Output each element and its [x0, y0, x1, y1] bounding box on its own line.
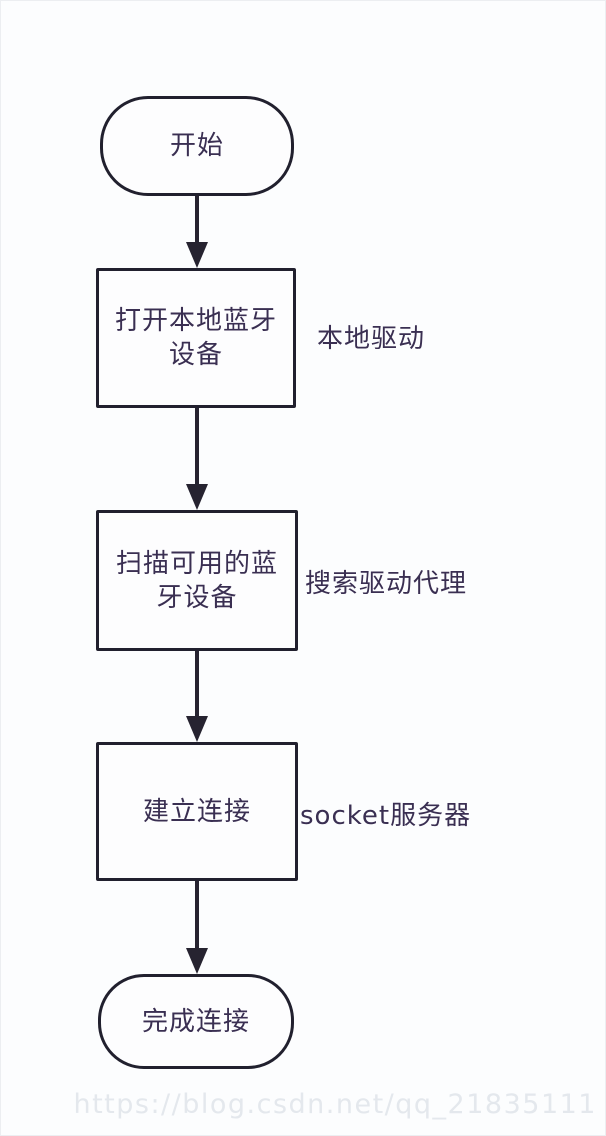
annotation-local-driver: 本地驱动	[317, 324, 426, 354]
arrow-shaft	[195, 408, 199, 486]
arrowhead-down-icon	[186, 242, 208, 268]
node-end: 完成连接	[98, 974, 294, 1069]
node-scan-bluetooth-devices-line2: 牙设备	[156, 582, 238, 613]
node-start: 开始	[100, 96, 294, 196]
annotation-socket-server: socket服务器	[300, 801, 472, 831]
node-end-label: 完成连接	[141, 1006, 250, 1037]
node-start-label: 开始	[169, 131, 224, 161]
arrow-shaft	[195, 881, 199, 950]
arrowhead-down-icon	[186, 948, 208, 974]
arrow-shaft	[195, 651, 199, 718]
csdn-watermark: https://blog.csdn.net/qq_21835111	[73, 1089, 597, 1120]
annotation-search-driver-agent: 搜索驱动代理	[305, 569, 468, 599]
node-open-local-bluetooth: 打开本地蓝牙 设备	[96, 268, 296, 408]
node-open-local-bluetooth-line1: 打开本地蓝牙	[114, 306, 277, 336]
node-establish-connection: 建立连接	[96, 742, 298, 881]
node-establish-connection-label: 建立连接	[142, 796, 251, 827]
arrowhead-down-icon	[186, 716, 208, 742]
node-open-local-bluetooth-line2: 设备	[168, 340, 223, 370]
arrow-shaft	[195, 196, 199, 244]
node-scan-bluetooth-devices-line1: 扫描可用的蓝	[115, 548, 278, 579]
node-scan-bluetooth-devices: 扫描可用的蓝 牙设备	[96, 510, 298, 651]
arrowhead-down-icon	[186, 484, 208, 510]
